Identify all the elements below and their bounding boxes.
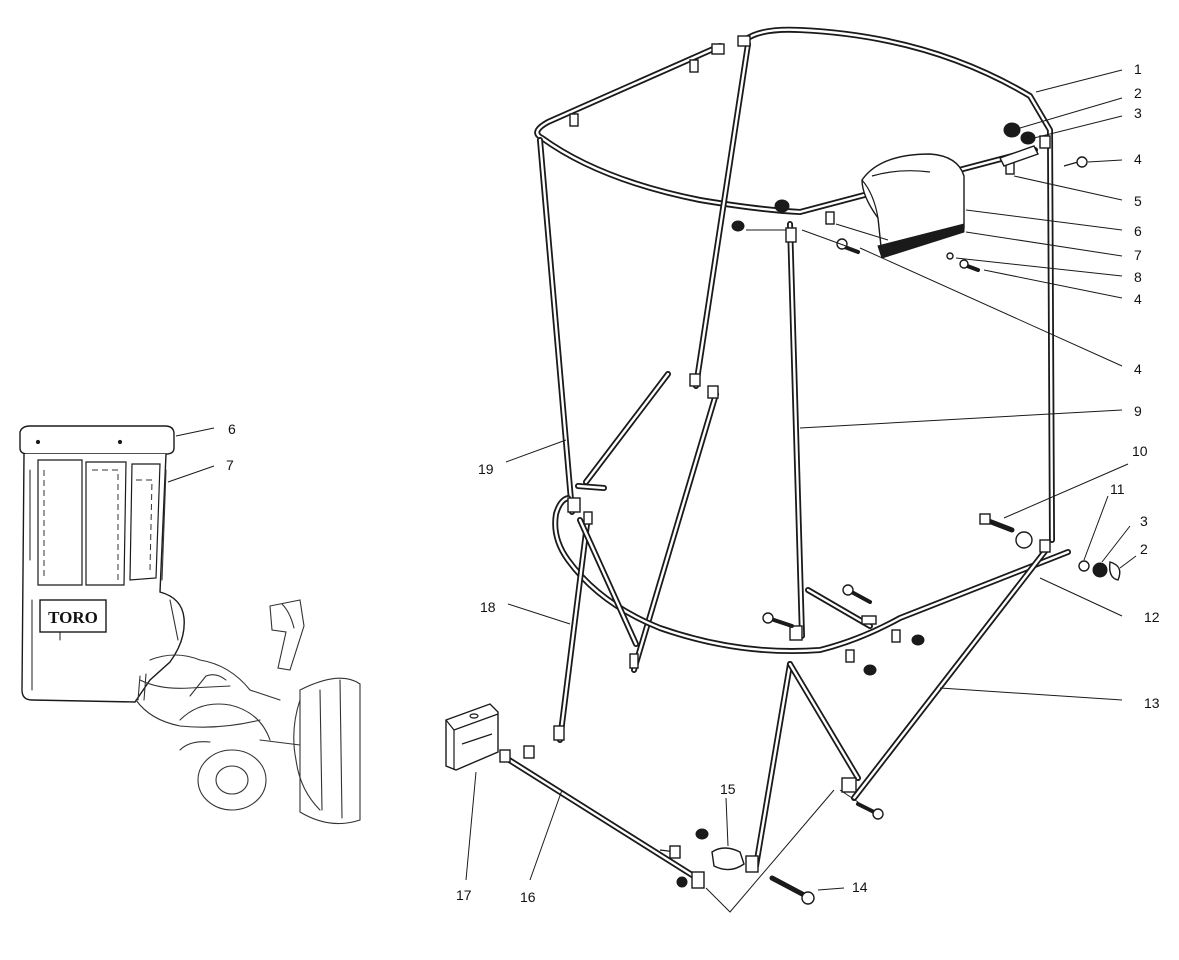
callout-inset-6: 6	[228, 421, 236, 437]
callout-4-second: 4	[1134, 291, 1142, 307]
inset-roof-cap	[19, 425, 175, 455]
hardware	[676, 122, 1121, 905]
callout-8: 8	[1134, 269, 1142, 285]
assembly-lines	[705, 223, 889, 913]
callout-2: 2	[1134, 85, 1142, 101]
callout-2-second: 2	[1140, 541, 1148, 557]
leader-lines	[167, 69, 1137, 891]
callout-4-third: 4	[1134, 361, 1142, 377]
callout-inset-7: 7	[226, 457, 234, 473]
part-16-bottom-crossbar	[503, 755, 703, 883]
part-15-clamp	[711, 847, 745, 871]
callout-labels: 6 7 1 2 3 4 5 6 7 8 4 4 9 10 11 3 2 12 1…	[226, 61, 1160, 905]
callout-14: 14	[852, 879, 868, 895]
callout-3: 3	[1134, 105, 1142, 121]
inset-logo-plate	[39, 599, 107, 633]
inset-assembled-cab: TORO	[19, 425, 361, 825]
inset-chute	[269, 599, 305, 671]
part-5-bracket	[999, 145, 1039, 167]
callout-6: 6	[1134, 223, 1142, 239]
callout-18: 18	[480, 599, 496, 615]
inner-diagonal-struts	[575, 371, 719, 673]
part-19-left-post	[537, 137, 575, 515]
part-13-front-brace	[753, 547, 1049, 869]
callout-10: 10	[1132, 443, 1148, 459]
callout-12: 12	[1144, 609, 1160, 625]
part-12-lower-hoop	[552, 495, 1071, 655]
callout-19: 19	[478, 461, 494, 477]
brand-logo: TORO	[48, 608, 98, 627]
inset-window-right	[129, 463, 161, 581]
callout-3-second: 3	[1140, 513, 1148, 529]
part-18-left-leg	[557, 513, 639, 743]
inset-auger-housing	[299, 677, 361, 825]
inset-wheel	[197, 749, 267, 811]
callout-17: 17	[456, 887, 472, 903]
inset-window-left	[37, 459, 83, 586]
part-9-front-post	[787, 221, 805, 639]
part-7-pad-strip	[877, 223, 965, 259]
rear-lower-brace	[805, 587, 873, 629]
rear-inner-strut	[693, 41, 751, 389]
cab-frame-assembly	[503, 26, 1071, 883]
mounting-tabs	[499, 35, 1051, 889]
callout-9: 9	[1134, 403, 1142, 419]
callout-5: 5	[1134, 193, 1142, 209]
callout-11: 11	[1110, 481, 1125, 497]
callout-16: 16	[520, 889, 536, 905]
callout-13: 13	[1144, 695, 1160, 711]
callout-1: 1	[1134, 61, 1142, 77]
part-17-bracket	[445, 703, 499, 771]
top-front-rail	[534, 43, 1038, 215]
callout-4: 4	[1134, 151, 1142, 167]
part-6-roof-pad	[861, 153, 965, 259]
inset-cab-body	[21, 453, 185, 703]
inset-snowthrower	[135, 599, 361, 825]
callout-7: 7	[1134, 247, 1142, 263]
callout-15: 15	[720, 781, 736, 797]
inset-window-center	[85, 461, 127, 586]
part-1-rear-top-bow	[742, 26, 1055, 543]
